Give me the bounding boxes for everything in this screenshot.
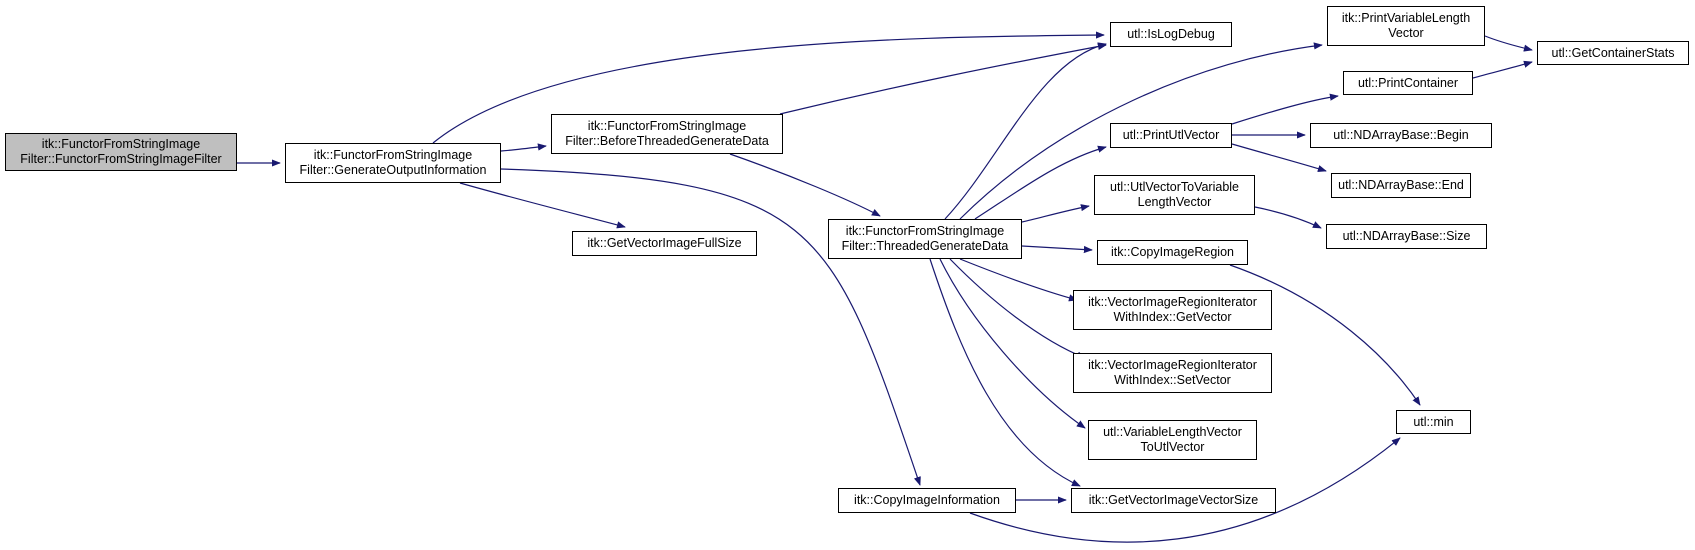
node-begin[interactable]: utl::NDArrayBase::Begin [1310,123,1492,148]
edge-printcont-to-contstats [1472,60,1533,79]
node-getvec[interactable]: itk::VectorImageRegionIterator WithIndex… [1073,290,1272,330]
node-printutl[interactable]: utl::PrintUtlVector [1110,123,1232,148]
node-vecsize[interactable]: itk::GetVectorImageVectorSize [1071,488,1276,513]
edge-copyinfo-to-min [969,437,1401,543]
node-threaded[interactable]: itk::FunctorFromStringImage Filter::Thre… [828,219,1022,259]
edge-threaded-to-utltovlv [1021,204,1090,223]
edge-threaded-to-printutl [974,145,1107,220]
edge-genout-to-vecfull [459,182,626,229]
edge-threaded-to-copyregion [1021,245,1093,254]
node-size[interactable]: utl::NDArrayBase::Size [1326,224,1487,249]
node-vecfull[interactable]: itk::GetVectorImageFullSize [572,231,757,256]
node-vlvtoutl[interactable]: utl::VariableLengthVector ToUtlVector [1088,420,1257,460]
edge-threaded-to-getvec [959,258,1078,302]
edge-genout-to-copyinfo [500,168,921,486]
edge-copyregion-to-min [1229,264,1421,406]
node-copyinfo[interactable]: itk::CopyImageInformation [838,488,1016,513]
node-setvec[interactable]: itk::VectorImageRegionIterator WithIndex… [1073,353,1272,393]
node-contstats[interactable]: utl::GetContainerStats [1537,41,1689,65]
edge-before-to-threaded [729,153,881,217]
node-copyregion[interactable]: itk::CopyImageRegion [1097,240,1248,265]
edge-genout-to-before [500,143,547,152]
edge-printutl-to-printcont [1231,93,1339,125]
node-utltovlv[interactable]: utl::UtlVectorToVariable LengthVector [1094,175,1255,215]
node-min[interactable]: utl::min [1396,410,1471,434]
node-printcont[interactable]: utl::PrintContainer [1343,71,1473,95]
edge-before-to-islog [779,42,1107,115]
node-islog[interactable]: utl::IsLogDebug [1110,22,1232,47]
edge-utltovlv-to-size [1254,206,1322,229]
edge-genout-to-islog [432,31,1105,144]
edge-threaded-to-islog [944,42,1107,220]
edge-threaded-to-vlvtoutl [939,258,1086,429]
node-printvlv[interactable]: itk::PrintVariableLength Vector [1327,6,1485,46]
edge-threaded-to-printvlv [959,42,1323,220]
edge-printutl-to-end [1231,143,1327,173]
edge-threaded-to-setvec [949,258,1086,359]
node-root: itk::FunctorFromStringImage Filter::Func… [5,133,237,171]
edge-printvlv-to-contstats [1484,35,1533,52]
node-genout[interactable]: itk::FunctorFromStringImage Filter::Gene… [285,143,501,183]
node-end[interactable]: utl::NDArrayBase::End [1331,173,1471,198]
node-before[interactable]: itk::FunctorFromStringImage Filter::Befo… [551,114,783,154]
edge-threaded-to-vecsize [929,258,1081,487]
